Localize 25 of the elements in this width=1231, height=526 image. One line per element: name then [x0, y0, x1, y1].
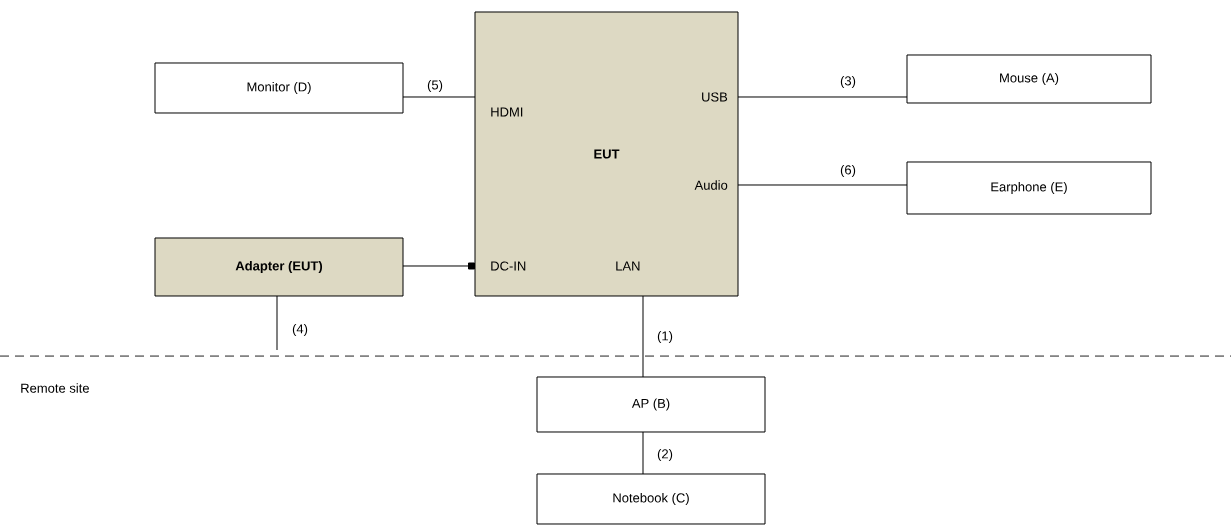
edge-label: (6): [840, 164, 856, 178]
edge-label: (2): [657, 448, 673, 462]
edge-label: (3): [840, 75, 856, 89]
cable-line: [276, 295, 278, 351]
port-label: DC-IN: [491, 261, 526, 271]
cable-line: [737, 184, 908, 186]
device-box: Mouse (A): [906, 54, 1152, 104]
device-box: Adapter (EUT): [154, 237, 404, 297]
edge-label: (1): [657, 330, 673, 344]
cable-line: [642, 431, 644, 475]
cable-line: [402, 96, 476, 98]
edge-label: (4): [292, 323, 308, 337]
port-label: LAN: [616, 261, 640, 271]
port-label: Audio: [694, 180, 728, 190]
device-box: Monitor (D): [154, 62, 404, 114]
device-box: Earphone (E): [906, 161, 1152, 215]
cable-line: [642, 295, 644, 378]
device-box: AP (B): [536, 376, 766, 433]
edge-label: (5): [427, 79, 443, 93]
port-label: HDMI: [491, 107, 523, 117]
device-box: Notebook (C): [536, 473, 766, 525]
port-label: USB: [702, 92, 728, 102]
cable-line: [402, 262, 475, 270]
site-label: Remote site: [21, 383, 89, 393]
cable-line: [737, 96, 908, 98]
